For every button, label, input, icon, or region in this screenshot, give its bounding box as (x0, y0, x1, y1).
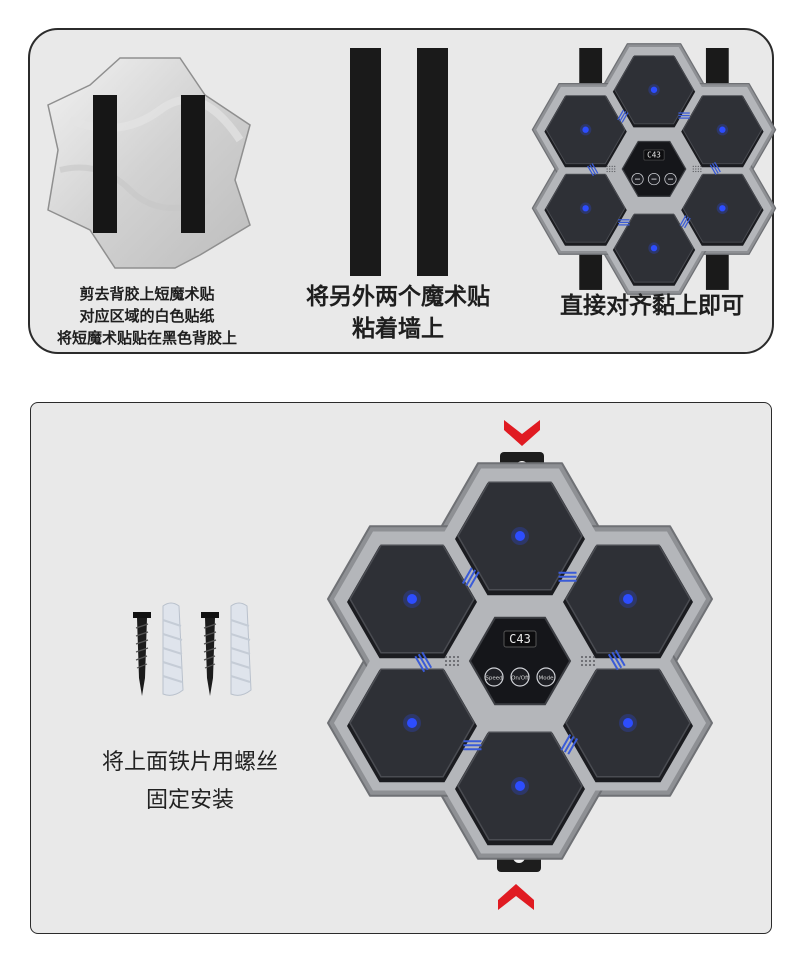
led-light-icon (407, 718, 417, 728)
sensor-indicator (463, 740, 482, 751)
sensor-indicator (678, 112, 690, 119)
punch-pad-4[interactable] (612, 213, 696, 286)
control-button-onoff[interactable] (647, 173, 661, 186)
sensor-indicator (618, 219, 630, 226)
step3-caption: 直接对齐黏上即可 (560, 293, 744, 319)
control-button-speed[interactable]: Speed (484, 667, 504, 687)
led-light-icon (407, 594, 417, 604)
led-light-icon (582, 205, 589, 212)
velcro-backing-icon (47, 57, 251, 269)
control-panel: C43 (621, 140, 687, 198)
sensor-indicator (679, 215, 691, 229)
step1-caption: 剪去背胶上短魔术贴 对应区域的白色贴纸 将短魔术贴贴在黑色背胶上 (56, 285, 237, 347)
sensor-indicator (560, 734, 579, 755)
led-light-icon (623, 594, 633, 604)
control-button-onoff[interactable]: On/Off (510, 667, 530, 687)
speaker-grill (692, 165, 702, 173)
led-light-icon (582, 126, 589, 133)
speaker-grill (445, 656, 459, 666)
led-light-icon (719, 205, 726, 212)
punch-pad-3[interactable] (563, 668, 693, 783)
lcd-readout: C43 (509, 632, 531, 646)
control-button-mode[interactable]: Mode (536, 667, 556, 687)
wall-anchor-icon (162, 602, 184, 696)
device-small-image: C43 (531, 43, 777, 295)
punch-pad-5[interactable] (347, 668, 477, 783)
control-button-label: Mode (539, 676, 555, 682)
punch-pad-3[interactable] (681, 173, 764, 246)
lcd-display (503, 630, 537, 648)
sensor-indicator (617, 109, 629, 123)
control-button-label: Speed (485, 676, 502, 682)
control-button-mode[interactable] (664, 173, 677, 186)
led-light-icon (650, 244, 658, 252)
speaker-grill (606, 165, 616, 173)
control-button-label: On/Off (511, 676, 529, 682)
arrow-up-icon (498, 884, 534, 910)
step4-caption: 将上面铁片用螺丝 固定安装 (101, 750, 278, 813)
led-light-icon (515, 781, 525, 791)
punch-pad-6[interactable] (347, 544, 477, 659)
step2-caption: 将另外两个魔术贴 粘着墙上 (306, 284, 490, 342)
punch-pad-2[interactable] (563, 544, 693, 659)
screws-and-anchors-icon (133, 602, 252, 696)
wall-anchor-icon (230, 602, 252, 696)
velcro-strips-icon (350, 48, 448, 276)
lcd-display (643, 149, 665, 161)
sensor-indicator (607, 649, 626, 671)
screw-icon (133, 612, 151, 696)
led-light-icon (623, 718, 633, 728)
lcd-readout: C43 (647, 151, 661, 160)
punch-pad-1[interactable] (612, 55, 696, 128)
arrow-down-icon (504, 420, 540, 446)
speaker-grill (581, 656, 595, 666)
punch-pad-4[interactable] (455, 731, 585, 846)
sensor-indicator (709, 161, 721, 175)
led-light-icon (650, 86, 658, 93)
punch-pad-6[interactable] (544, 95, 627, 168)
screw-icon (201, 612, 219, 696)
led-light-icon (515, 531, 525, 541)
punch-pad-2[interactable] (681, 95, 764, 168)
punch-pad-5[interactable] (544, 173, 627, 246)
control-button-speed[interactable] (631, 173, 644, 186)
sensor-indicator (461, 567, 480, 588)
sensor-indicator (558, 571, 577, 582)
sensor-indicator (414, 651, 433, 673)
punch-pad-1[interactable] (455, 481, 585, 596)
sensor-indicator (587, 163, 599, 177)
led-light-icon (719, 126, 726, 133)
